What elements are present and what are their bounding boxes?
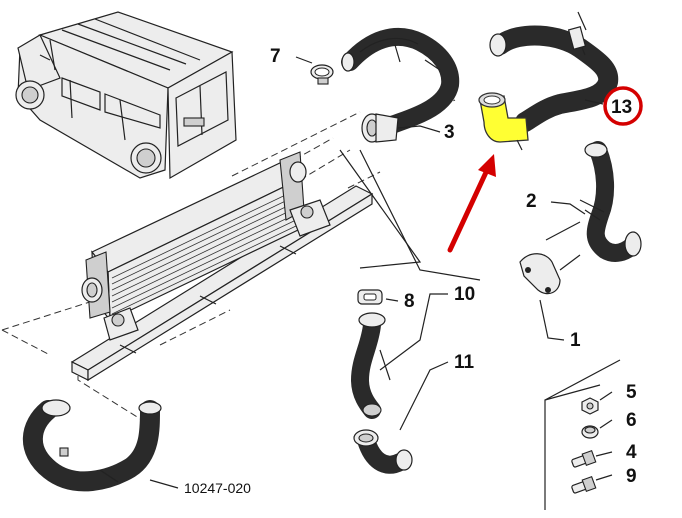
callout-3: 3 <box>444 122 455 143</box>
callout-1: 1 <box>570 330 581 351</box>
part-2-pipe <box>579 141 642 262</box>
van-illustration <box>15 11 237 180</box>
callout-11: 11 <box>454 352 475 373</box>
callout-9: 9 <box>626 466 637 487</box>
lower-left-hose <box>22 399 162 492</box>
red-pointer-arrow <box>447 154 496 253</box>
leader-lines <box>149 56 613 489</box>
part-7-clamp <box>310 64 334 85</box>
callout-4: 4 <box>626 442 637 463</box>
callout-5: 5 <box>626 382 637 403</box>
intercooler <box>81 151 331 341</box>
part-11-hose <box>353 429 413 474</box>
part-8-gasket <box>357 289 383 305</box>
part-3-hose <box>341 27 460 143</box>
callout-6: 6 <box>626 410 637 431</box>
part-13-highlight-circle <box>603 86 643 126</box>
fasteners <box>544 359 621 510</box>
part-10-pipe <box>350 312 391 419</box>
part-13-hose-assembly <box>489 11 619 132</box>
callout-8: 8 <box>404 291 415 312</box>
part-13-elbow-highlighted <box>478 92 529 151</box>
callout-13: 13 <box>611 97 632 118</box>
part-1-bracket <box>519 221 581 295</box>
callout-10: 10 <box>454 284 475 305</box>
callout-2: 2 <box>526 191 537 212</box>
reference-code: 10247-020 <box>184 480 251 496</box>
callout-7: 7 <box>270 46 281 67</box>
